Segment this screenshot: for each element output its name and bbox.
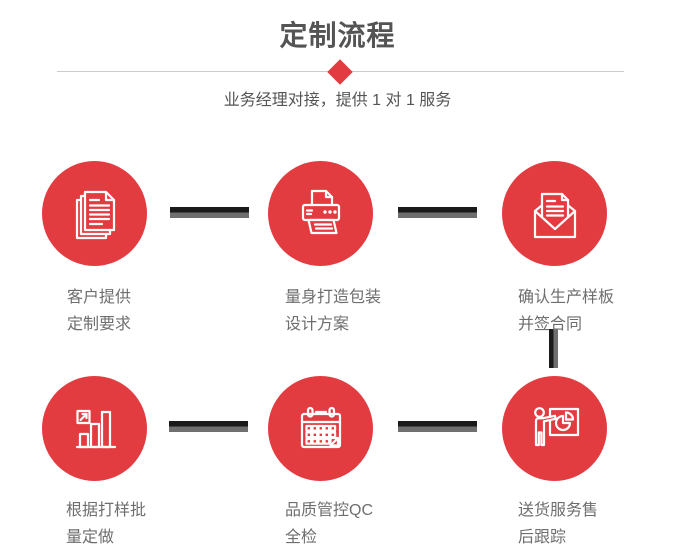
connector-step5-step6 xyxy=(398,421,477,432)
step-label-line: 根据打样批 xyxy=(66,502,147,519)
step-label-line: 确认生产样板 xyxy=(518,289,615,306)
step-label-line: 并签合同 xyxy=(518,316,583,333)
connector-step2-step3 xyxy=(398,207,477,218)
step-circle-5 xyxy=(268,376,373,481)
step-label-2: 量身打造包装 设计方案 xyxy=(285,284,381,338)
step-label-line: 全检 xyxy=(285,529,318,546)
step-label-line: 定制要求 xyxy=(67,316,132,333)
step-label-line: 量定做 xyxy=(66,529,115,546)
step-label-line: 后跟踪 xyxy=(518,529,567,546)
bar-chart-icon xyxy=(75,409,116,448)
printer-icon xyxy=(301,189,340,234)
subtitle: 业务经理对接，提供 1 对 1 服务 xyxy=(223,92,452,109)
step-label-line: 量身打造包装 xyxy=(285,289,382,306)
step-circle-2 xyxy=(268,161,373,266)
step-circle-1 xyxy=(42,161,147,266)
step-label-4: 根据打样批 量定做 xyxy=(66,497,146,550)
calendar-icon xyxy=(300,406,341,448)
step-circle-6 xyxy=(502,376,607,481)
step-label-5: 品质管控QC 全检 xyxy=(285,497,373,550)
step-label-line: 设计方案 xyxy=(285,316,350,333)
documents-icon xyxy=(75,190,115,239)
step-label-3: 确认生产样板 并签合同 xyxy=(518,284,614,338)
step-label-6: 送货服务售 后跟踪 xyxy=(518,497,598,550)
page-title: 定制流程 xyxy=(279,20,396,51)
connector-step3-step6 xyxy=(549,329,558,368)
step-label-line: 送货服务售 xyxy=(518,502,599,519)
connector-step1-step2 xyxy=(170,207,249,218)
envelope-icon xyxy=(533,192,576,238)
step-label-line: 客户提供 xyxy=(67,289,132,306)
step-label-line: 品质管控QC xyxy=(285,502,374,519)
diamond-icon xyxy=(327,59,353,85)
step-circle-3 xyxy=(502,161,607,266)
presentation-icon xyxy=(533,406,579,446)
step-circle-4 xyxy=(42,376,147,481)
connector-step4-step5 xyxy=(169,421,248,432)
step-label-1: 客户提供 定制要求 xyxy=(67,284,131,338)
